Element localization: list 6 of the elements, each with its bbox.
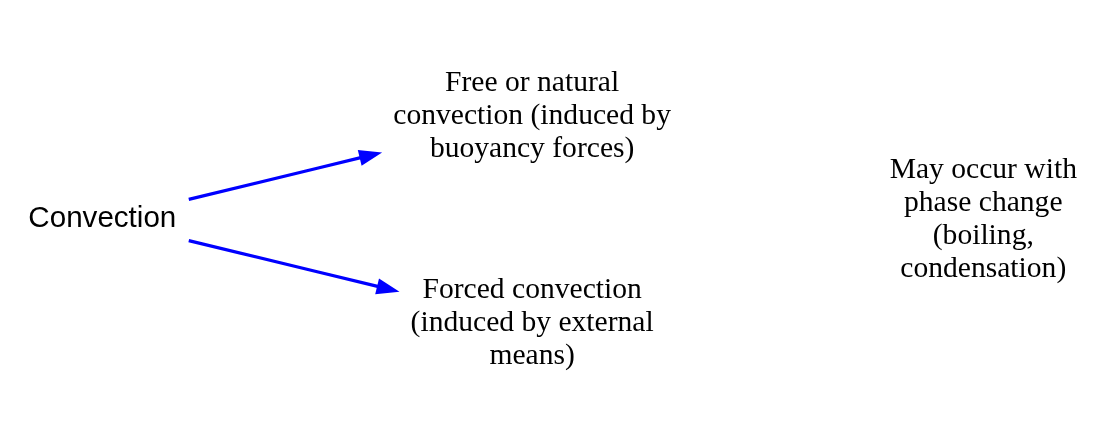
arrow: [188, 149, 383, 201]
node-text: Free or natural convection (induced by buoyancy forces): [393, 64, 671, 163]
label: May occur with phase change (boiling, condensation): [889, 151, 1077, 283]
arrow: [188, 238, 400, 294]
node-text: Forced convection (induced by external means): [410, 271, 654, 370]
node-text: Convection: [28, 199, 177, 233]
